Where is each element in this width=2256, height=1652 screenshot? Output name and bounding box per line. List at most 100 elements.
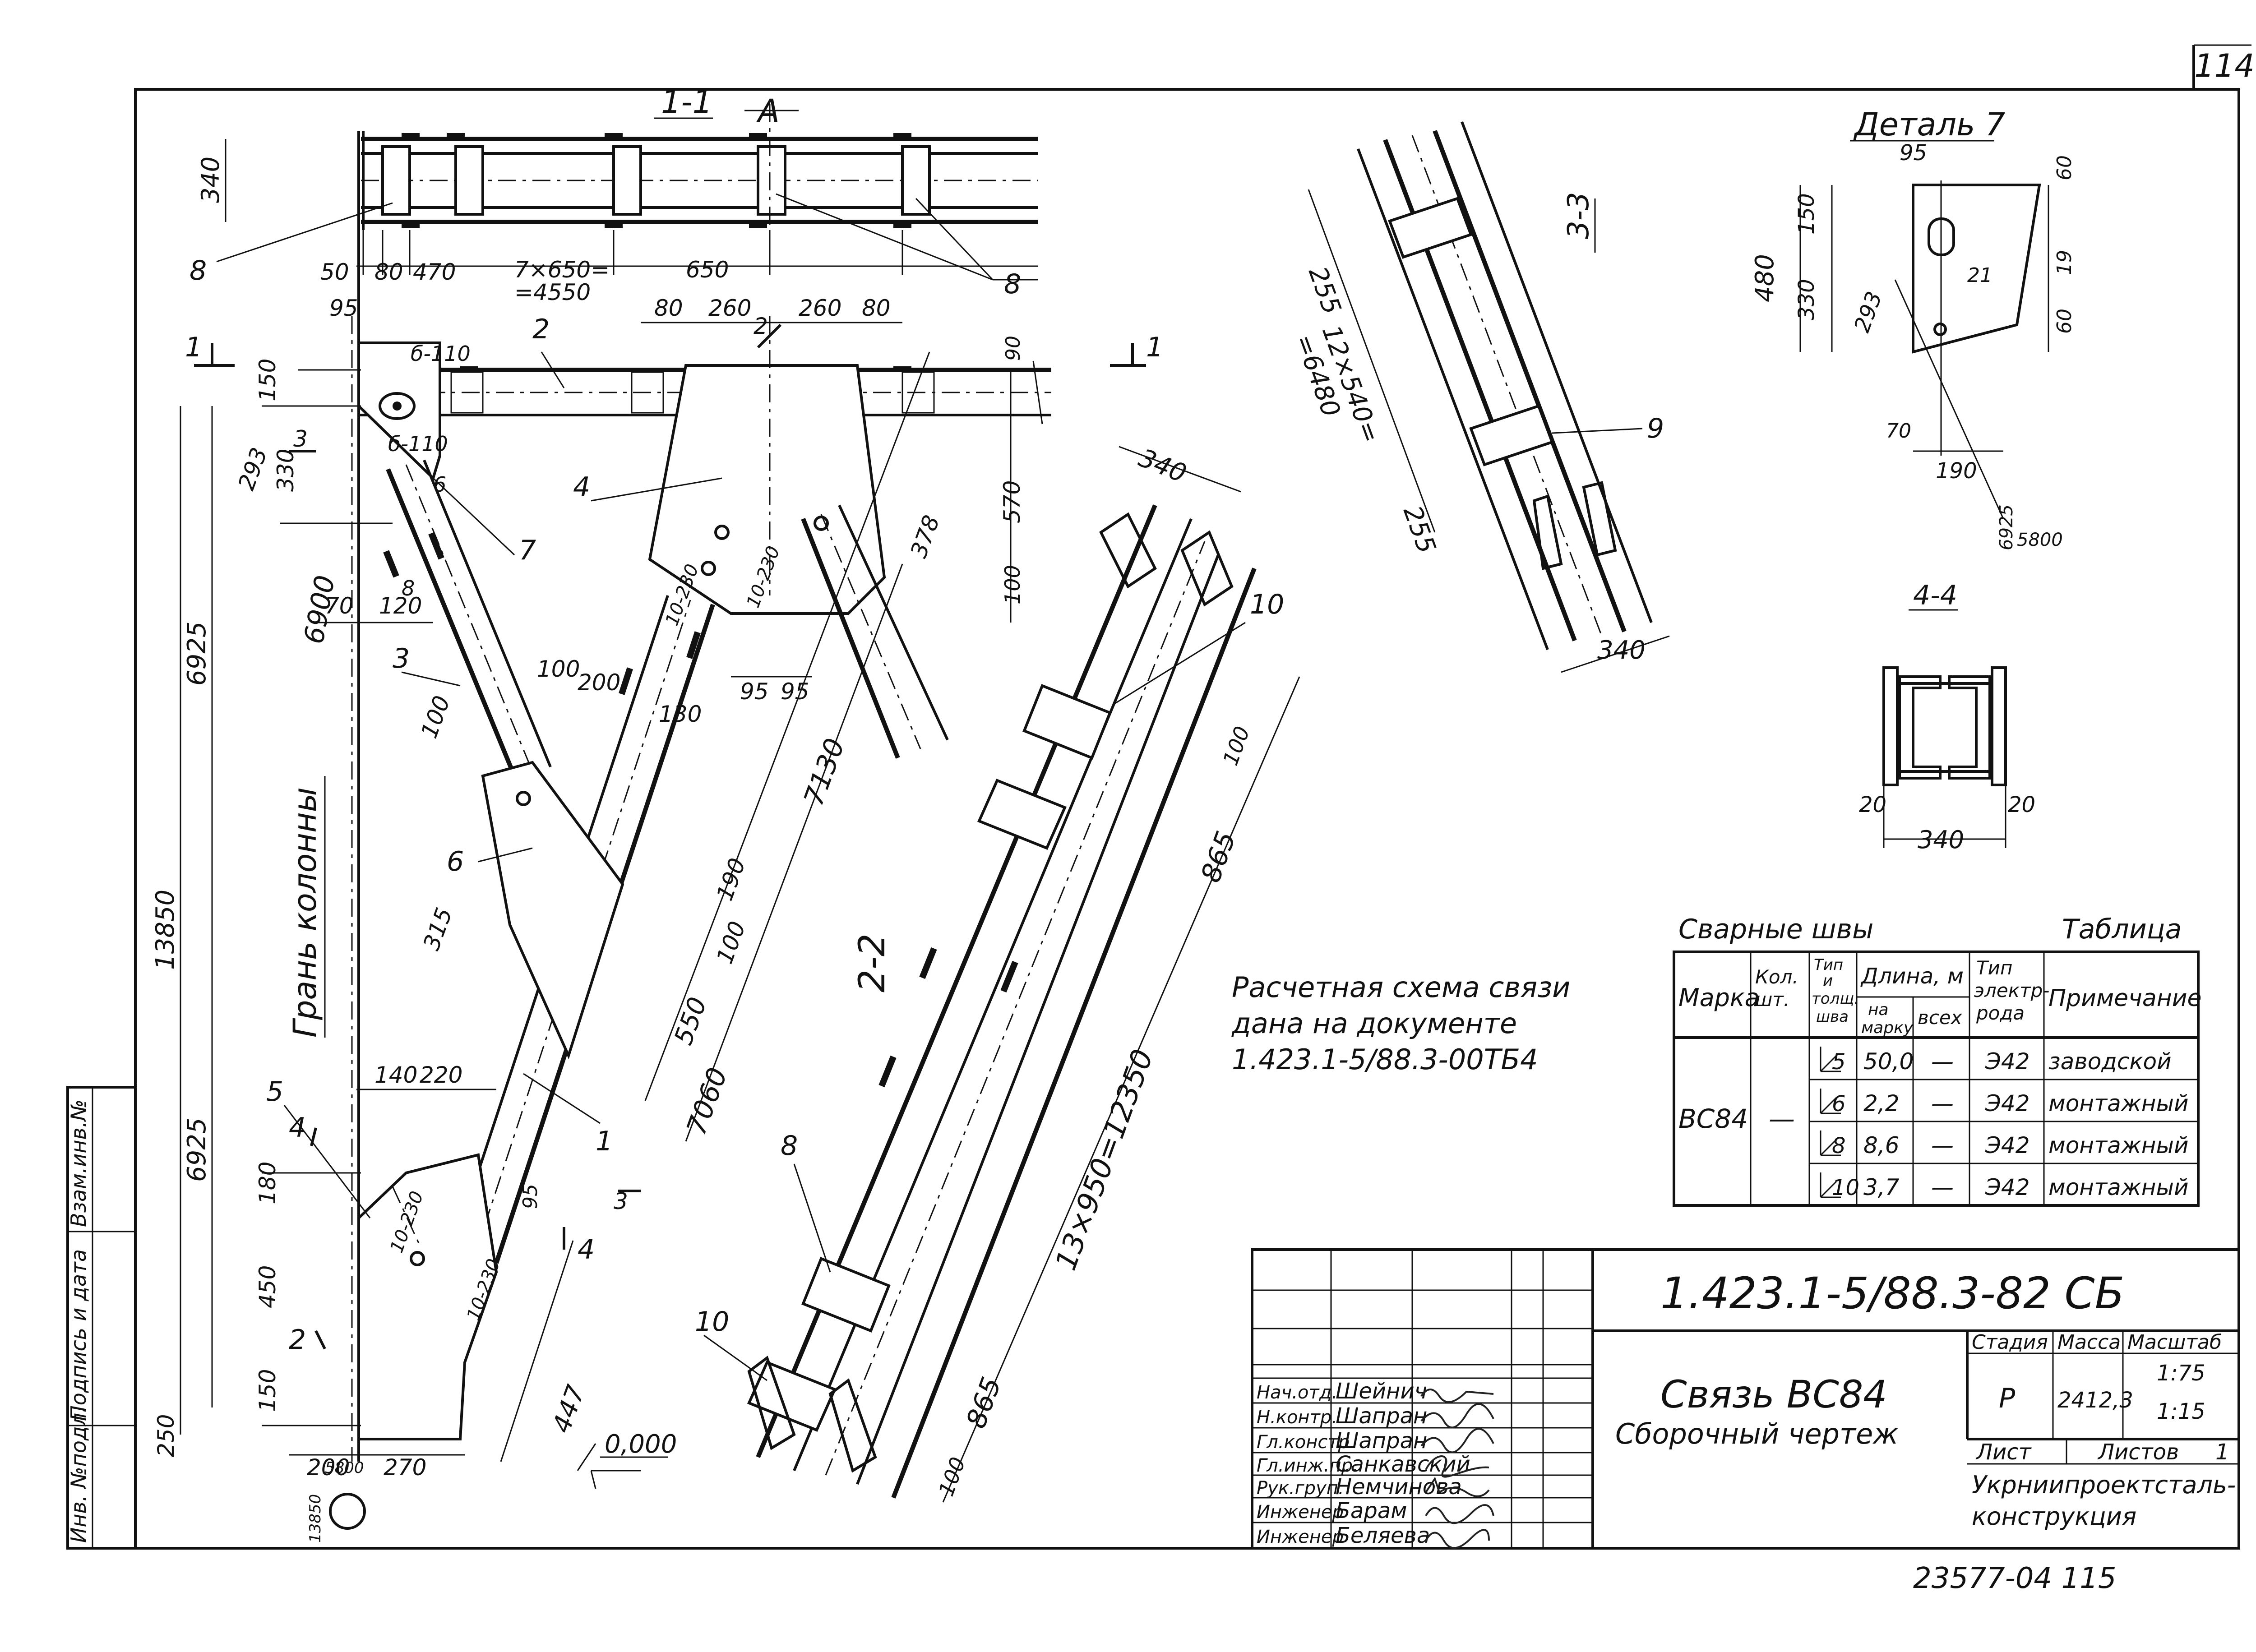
elevation-zero: 0,000: [605, 1430, 677, 1459]
dim-100-a: 100: [537, 656, 580, 682]
doc-title: Связь ВС84: [1660, 1372, 1887, 1417]
person-name: Немчинова: [1336, 1474, 1462, 1500]
main-elevation: Грань колонны 2 б-110 б-110 4: [151, 131, 1163, 1543]
side-inv-original: Инв. №подл.: [66, 1406, 91, 1543]
signature: [1425, 1477, 1490, 1497]
table-qty: —: [1769, 1103, 1795, 1134]
dim-95-e: 95: [1900, 140, 1927, 166]
bottom-number: 23577-04 115: [1913, 1562, 2117, 1595]
dim-6925-c: 6925: [1996, 504, 2017, 550]
mark-10-b: 10: [695, 1306, 729, 1338]
note-line-1: Расчетная схема связи: [1232, 971, 1570, 1004]
role: Н.контр.: [1257, 1407, 1337, 1428]
row-all: —: [1931, 1132, 1954, 1158]
th-qty-1: Кол.: [1755, 966, 1798, 988]
cut-4-b: 4: [578, 1234, 595, 1265]
signature-row: Инженер Беляева: [1257, 1523, 1490, 1549]
weld-table-label: Таблица: [2062, 914, 2182, 945]
mark-8-c: 8: [781, 1130, 798, 1162]
dim-650: 650: [686, 257, 729, 283]
title-block: 1.423.1-5/88.3-82 СБ Связь ВС84 Сборочны…: [1251, 1248, 2240, 1550]
dim-378: 378: [906, 512, 945, 562]
dim-150-c: 150: [1794, 193, 1819, 235]
row-len: 50,0: [1863, 1048, 1914, 1075]
row-type: 5: [1832, 1049, 1846, 1075]
th-note: Примечание: [2048, 985, 2202, 1012]
dim-100-d: 100: [1000, 565, 1025, 605]
dim-450: 450: [254, 1265, 281, 1308]
stage-value: Р: [1999, 1383, 2016, 1414]
signature: [1420, 1389, 1494, 1403]
section-4-4: 4-4 20 20 340: [1859, 580, 2035, 854]
section-4-4-label: 4-4: [1913, 580, 1957, 611]
dim-200: 200: [578, 669, 620, 696]
dim-95-a: 95: [329, 295, 358, 321]
dim-120: 120: [379, 593, 422, 619]
role: Инженер: [1257, 1527, 1344, 1547]
dim-80-b: 80: [654, 295, 683, 321]
weld-table: Сварные швы Таблица Марка Кол. шт. Тип и…: [1673, 914, 2202, 1207]
detail-7-label: Деталь 7: [1853, 106, 2005, 143]
dim-6-110-b: б-110: [388, 432, 448, 456]
table-row: 5 50,0 — Э42 заводской: [1820, 1047, 2172, 1075]
th-type-1: Тип: [1814, 956, 1843, 974]
dim-293-b: 293: [1849, 288, 1887, 336]
table-row: 10 3,7 — Э42 монтажный: [1820, 1172, 2188, 1200]
dim-6-a: 6: [433, 472, 446, 497]
dim-150-a: 150: [254, 359, 281, 401]
mark-9: 9: [1647, 413, 1664, 444]
th-mark: Марка: [1678, 983, 1760, 1012]
dim-5800: 5800: [2017, 530, 2063, 550]
row-len: 3,7: [1863, 1174, 1900, 1200]
role: Гл.констр.: [1257, 1432, 1355, 1453]
org-line-2: конструкция: [1972, 1502, 2136, 1531]
dim-180: 180: [254, 1162, 281, 1204]
sheets-header: Листов: [2097, 1440, 2179, 1465]
scale-value-2: 1:15: [2157, 1399, 2205, 1424]
row-el: Э42: [1985, 1132, 2030, 1158]
mass-value: 2412,3: [2057, 1388, 2133, 1413]
mark-2: 2: [532, 314, 550, 345]
table-row: 6 2,2 — Э42 монтажный: [1820, 1089, 2188, 1117]
dim-447: 447: [547, 1381, 591, 1437]
row-len: 8,6: [1863, 1132, 1900, 1158]
dim-140: 140: [374, 1062, 417, 1088]
note-line-3: 1.423.1-5/88.3-00ТБ4: [1232, 1043, 1538, 1076]
dim-13850-b: 13850: [306, 1494, 324, 1543]
dim-340-a: 340: [196, 157, 225, 203]
dim-220: 220: [420, 1062, 462, 1088]
signature: [1420, 1428, 1494, 1454]
cut-2-bottom: 2: [289, 1324, 306, 1356]
dim-80-a: 80: [374, 259, 403, 285]
dim-20-b: 20: [2008, 792, 2035, 817]
dim-13850: 13850: [151, 890, 180, 970]
dim-100-f: 100: [934, 1454, 971, 1500]
dim-8-a: 8: [402, 576, 415, 600]
dim-293: 293: [233, 444, 273, 494]
dim-70-b: 70: [1886, 420, 1911, 443]
dim-21: 21: [1967, 264, 1992, 287]
signature: [1425, 1504, 1494, 1524]
dim-255-a: 255: [1303, 263, 1347, 318]
dim-865-b: 865: [960, 1373, 1008, 1433]
person-name: Шапран: [1336, 1403, 1427, 1429]
dim-270: 270: [384, 1454, 426, 1481]
column-face-label: Грань колонны: [287, 787, 324, 1038]
row-len: 2,2: [1863, 1090, 1900, 1117]
row-type: 10: [1832, 1175, 1859, 1200]
note-line-2: дана на документе: [1231, 1007, 1517, 1040]
signature-row: Гл.констр. Шапран: [1257, 1428, 1494, 1454]
cut-3-a: 3: [293, 426, 308, 452]
row-all: —: [1931, 1174, 1954, 1200]
role: Рук.груп.: [1257, 1478, 1344, 1499]
dim-80-c: 80: [862, 295, 891, 321]
th-electrode-2: электр-: [1974, 979, 2049, 1001]
section-3-3: 3-3 9 255 12×540= =6480 255 340: [1289, 121, 1670, 673]
dim-6925-a: 6925: [182, 621, 212, 686]
org-line-1: Укрниипроектсталь-: [1972, 1471, 2236, 1499]
mark-6: 6: [447, 846, 464, 877]
table-mark: ВС84: [1678, 1103, 1748, 1134]
weld-table-caption: Сварные швы: [1678, 914, 1873, 945]
cut-1-a: 1: [185, 332, 202, 363]
